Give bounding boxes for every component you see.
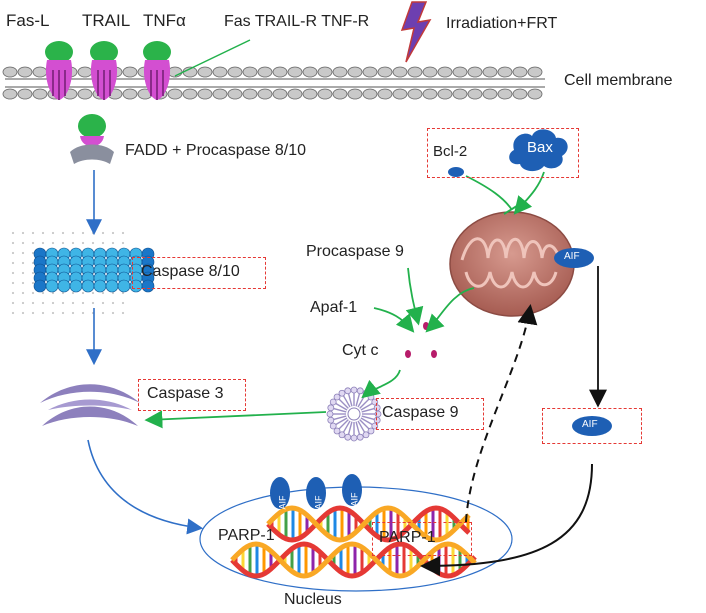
- caspase3-icon: [40, 384, 140, 426]
- box-bcl2-bax: [427, 128, 579, 178]
- box-parp1: [372, 522, 472, 556]
- aif-on-dna-3: [342, 474, 362, 506]
- label-caspase810: Caspase 8/10: [141, 263, 240, 280]
- receptor-fas: [45, 41, 73, 100]
- arrow-casp9-to-casp3: [144, 410, 327, 429]
- bax-icon: [509, 129, 568, 172]
- fadd-complex-icon: [70, 114, 114, 164]
- label-nucleus: Nucleus: [284, 591, 342, 608]
- box-caspase810: [132, 257, 266, 289]
- aif-on-dna-1: [270, 477, 290, 509]
- label-caspase9: Caspase 9: [382, 404, 459, 421]
- label-caspase3: Caspase 3: [147, 385, 224, 402]
- label-bax: Bax: [527, 139, 553, 156]
- receptor-trail: [90, 41, 118, 100]
- label-fadd: FADD + Procaspase 8/10: [125, 142, 306, 159]
- label-parp1-right: PARP-1: [379, 529, 436, 546]
- dna-helix-icon: [230, 505, 477, 579]
- arrow-cytc-to-casp9: [361, 369, 401, 399]
- label-aif-mito: AIF: [564, 251, 580, 262]
- box-aif-transit: [542, 408, 642, 444]
- box-caspase9: [376, 398, 484, 430]
- label-aif-dna-3: AIF: [349, 492, 360, 507]
- caspase9-icon: [326, 386, 382, 442]
- receptor-tnf: [143, 41, 171, 100]
- lightning-icon: [400, 1, 432, 63]
- label-cytc: Cyt c: [342, 342, 379, 359]
- arrow-parp1-to-mito: [465, 304, 538, 523]
- aif-on-dna-2: [306, 477, 326, 509]
- arrow-apaf1-to-apoptosome: [373, 307, 415, 333]
- label-bcl2: Bcl-2: [433, 143, 468, 160]
- aif-transit-icon: [572, 416, 612, 436]
- label-receptors: Fas TRAIL-R TNF-R: [224, 13, 370, 30]
- arrow-aif-to-nucleus: [420, 463, 593, 576]
- label-aif-dna-1: AIF: [277, 495, 288, 510]
- label-trail: TRAIL: [82, 11, 131, 30]
- mitochondrion-icon: [449, 211, 575, 317]
- label-cell-membrane: Cell membrane: [564, 72, 673, 89]
- label-aif-dna-2: AIF: [313, 495, 324, 510]
- arrow-procasp9-to-apoptosome: [405, 267, 424, 326]
- label-aif-transit: AIF: [582, 419, 598, 430]
- label-procaspase9: Procaspase 9: [306, 243, 404, 260]
- box-caspase3: [138, 379, 246, 411]
- label-apaf1: Apaf-1: [310, 299, 358, 316]
- arrow-casp3-to-nucleus: [87, 439, 204, 535]
- arrow-mito-to-apoptosome: [425, 287, 475, 333]
- label-stimulus: Irradiation+FRT: [446, 15, 558, 32]
- caspase810-complex-icon: [33, 247, 155, 293]
- bcl2-icon: [448, 167, 464, 177]
- label-fas-l: Fas-L: [6, 11, 50, 30]
- inhibit-bcl2-to-mito: [465, 175, 513, 211]
- label-tnfa: TNFα: [143, 11, 186, 30]
- receptor-pointer-line: [174, 39, 251, 77]
- aif-mito-icon: [554, 248, 594, 268]
- arrow-bax-to-mito: [513, 171, 545, 215]
- label-parp1-left: PARP-1: [218, 527, 275, 544]
- cell-membrane: [2, 66, 545, 100]
